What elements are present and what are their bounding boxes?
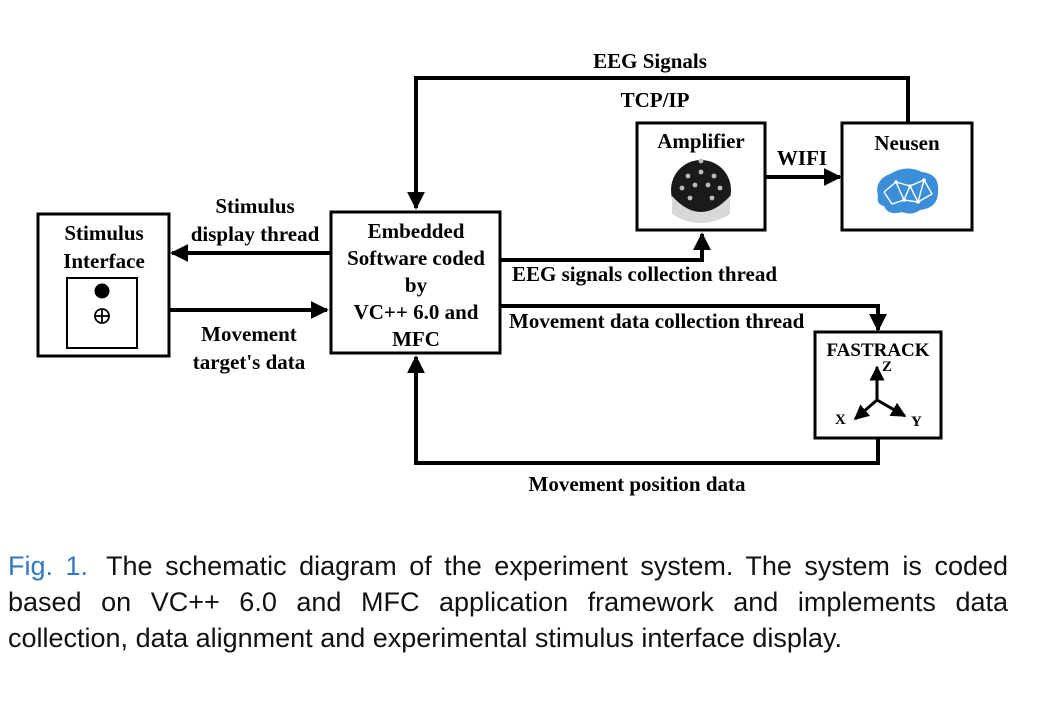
neusen-title: Neusen [874,131,940,155]
fastrack-title: FASTRACK [826,340,929,361]
stimulus-crosshair-icon [94,308,110,324]
eeg-cap-icon [671,158,731,223]
eeg-collection-label: EEG signals collection thread [512,262,777,286]
tcp-ip-label: TCP/IP [621,88,690,112]
software-line5: MFC [392,327,440,351]
software-line3: by [405,273,428,297]
brain-network-icon [877,168,939,214]
xyz-axes-icon [853,365,907,421]
software-line4: VC++ 6.0 and [354,300,479,324]
movement-position-connector [407,355,880,465]
stimulus-screen [66,277,138,349]
stimulus-thread-label-line2: display thread [191,222,320,246]
movement-collection-label: Movement data collection thread [509,309,805,333]
amplifier-title: Amplifier [657,129,744,153]
caption-text: The schematic diagram of the experiment … [8,551,1009,653]
figure-caption: Fig. 1.The schematic diagram of the expe… [8,548,1008,656]
movement-position-label: Movement position data [529,472,746,496]
software-line2: Software coded [347,246,485,270]
eeg-collection-connector [501,232,711,262]
axis-z-label: Z [882,359,892,375]
embedded-software-box [329,210,502,355]
stimulus-title-line2: Interface [63,249,145,273]
axis-y-label: Y [911,414,922,430]
eeg-signals-connector [407,76,910,210]
stimulus-target-dot-icon [94,283,110,299]
wifi-label: WIFI [777,146,827,170]
eeg-signals-label: EEG Signals [593,49,707,73]
figure-label: Fig. 1. [8,551,89,581]
stimulus-thread-label-line1: Stimulus [215,194,294,218]
stimulus-title-line1: Stimulus [64,221,143,245]
system-diagram: Stimulus Interface Embedded Software cod… [36,49,974,496]
software-line1: Embedded [368,219,465,243]
movement-target-label-line1: Movement [201,322,297,346]
movement-target-label-line2: target's data [193,350,306,374]
movement-collection-connector [501,304,887,332]
axis-x-label: X [835,412,846,428]
